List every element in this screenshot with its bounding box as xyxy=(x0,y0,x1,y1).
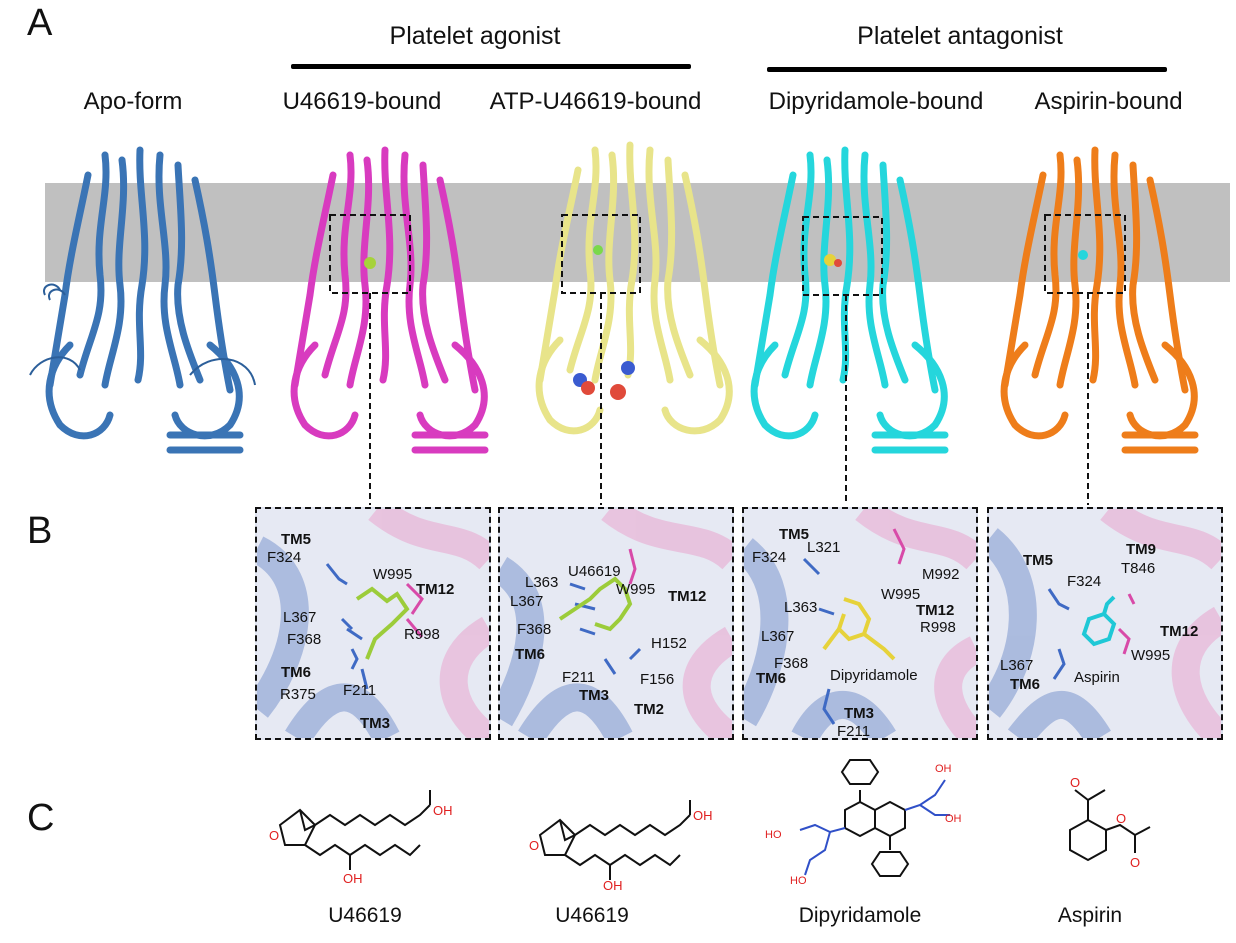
chemical-structure-u46619-1: OH O OH xyxy=(269,790,453,886)
u46619-2-oh-bottom: OH xyxy=(603,878,623,893)
zoom1-label-l367: L367 xyxy=(283,609,317,626)
zoom1-label-r998: R998 xyxy=(404,626,440,643)
zoom3-label-l367: L367 xyxy=(761,628,795,645)
protein-atp-u46619 xyxy=(535,141,733,435)
structure-label-dipyridamole: Dipyridamole-bound xyxy=(768,88,984,115)
zoom3-label-l321: L321 xyxy=(807,539,841,556)
zoom2-label-tm2: TM2 xyxy=(634,701,664,718)
group-bar-antagonist xyxy=(767,67,1167,72)
dipyridamole-ho-bottom: HO xyxy=(790,875,807,887)
dipyridamole-oh-right: OH xyxy=(945,813,962,825)
aspirin-o-carbonyl1: O xyxy=(1070,775,1080,790)
structure-label-aspirin: Aspirin-bound xyxy=(1034,88,1183,115)
zoom3-label-m992: M992 xyxy=(922,566,960,583)
zoom4-label-w995: W995 xyxy=(1131,647,1171,664)
zoom4-label-t846: T846 xyxy=(1121,560,1156,577)
zoom4-label-tm12: TM12 xyxy=(1160,623,1199,640)
zoom3-label-f211: F211 xyxy=(837,723,871,740)
zoom-atp-graphic xyxy=(500,509,732,738)
zoom2-label-h152: H152 xyxy=(651,635,687,652)
zoom-panel-dipyridamole: TM5 F324 L321 M992 W995 L363 TM12 R998 L… xyxy=(742,507,978,740)
zoom1-label-f368: F368 xyxy=(287,631,322,648)
zoom3-label-tm5: TM5 xyxy=(779,526,809,543)
chemical-name-aspirin: Aspirin xyxy=(1057,904,1123,927)
u46619-1-oh-top: OH xyxy=(433,803,453,818)
zoom3-label-dipyridamole: Dipyridamole xyxy=(830,667,918,684)
protein-dipyridamole xyxy=(750,146,949,454)
group-label-agonist: Platelet agonist xyxy=(389,22,561,50)
dipyridamole-oh-top: OH xyxy=(935,763,952,775)
zoom4-label-tm5: TM5 xyxy=(1023,552,1053,569)
zoom3-label-tm3: TM3 xyxy=(844,705,874,722)
panel-label-b: B xyxy=(27,510,53,552)
zoom-panel-aspirin: TM5 TM9 F324 T846 TM12 L367 W995 TM6 Asp… xyxy=(987,507,1223,740)
aspirin-o-ester: O xyxy=(1116,811,1126,826)
zoom4-label-tm6: TM6 xyxy=(1010,676,1040,693)
zoom3-label-f368: F368 xyxy=(774,655,809,672)
zoom2-label-tm3: TM3 xyxy=(579,687,609,704)
chemical-structure-dipyridamole: OH OH HO HO xyxy=(765,759,962,887)
zoom3-label-f324: F324 xyxy=(752,549,787,566)
protein-apo xyxy=(29,146,256,454)
u46619-2-o-ring: O xyxy=(529,838,539,853)
zoom2-label-f211: F211 xyxy=(562,669,596,686)
selection-box-aspirin xyxy=(1044,214,1126,294)
selection-box-dipyridamole xyxy=(802,216,883,296)
zoom2-label-l363: L363 xyxy=(525,574,559,591)
zoom-dipyridamole-graphic xyxy=(744,509,976,738)
zoom-panel-u46619: TM5 F324 W995 TM12 L367 F368 R998 TM6 R3… xyxy=(255,507,491,740)
zoom2-label-tm12: TM12 xyxy=(668,588,707,605)
protein-u46619 xyxy=(290,146,489,454)
dipyridamole-ho-left: HO xyxy=(765,829,782,841)
u46619-2-oh-top: OH xyxy=(693,808,713,823)
selection-box-atp-u46619 xyxy=(561,214,641,294)
zoom2-label-l367: L367 xyxy=(510,593,544,610)
protein-aspirin xyxy=(1000,146,1199,454)
structure-label-u46619: U46619-bound xyxy=(282,88,442,115)
zoom1-label-w995: W995 xyxy=(373,566,413,583)
zoom2-label-f368: F368 xyxy=(517,621,552,638)
aspirin-o-carbonyl2: O xyxy=(1130,855,1140,870)
u46619-1-o-ring: O xyxy=(269,828,279,843)
zoom2-label-tm6: TM6 xyxy=(515,646,545,663)
zoom1-label-tm5: TM5 xyxy=(281,531,311,548)
zoom2-label-u46619: U46619 xyxy=(568,563,621,580)
zoom1-label-tm12: TM12 xyxy=(416,581,455,598)
chemical-name-u46619-1: U46619 xyxy=(328,904,402,927)
chemical-name-u46619-2: U46619 xyxy=(555,904,629,927)
chemical-structure-aspirin: O O O xyxy=(1069,775,1151,870)
zoom3-label-l363: L363 xyxy=(784,599,818,616)
zoom1-label-f211: F211 xyxy=(343,682,377,699)
zoom4-label-f324: F324 xyxy=(1067,573,1102,590)
u46619-1-oh-bottom: OH xyxy=(343,871,363,886)
zoom4-label-l367: L367 xyxy=(1000,657,1034,674)
zoom2-label-f156: F156 xyxy=(640,671,675,688)
zoom1-label-tm3: TM3 xyxy=(360,715,390,732)
zoom3-label-tm6: TM6 xyxy=(756,670,786,687)
zoom1-label-f324: F324 xyxy=(267,549,302,566)
panel-label-a: A xyxy=(27,2,53,44)
selection-boxes xyxy=(329,214,1126,505)
group-label-antagonist: Platelet antagonist xyxy=(857,22,1063,50)
group-bar-agonist xyxy=(291,64,691,69)
zoom4-label-aspirin: Aspirin xyxy=(1074,669,1120,686)
zoom4-label-tm9: TM9 xyxy=(1126,541,1156,558)
zoom1-label-r375: R375 xyxy=(280,686,316,703)
panel-label-c: C xyxy=(27,797,55,839)
structure-label-atp-u46619: ATP-U46619-bound xyxy=(489,88,702,115)
zoom3-label-w995: W995 xyxy=(881,586,921,603)
chemical-name-dipyridamole: Dipyridamole xyxy=(798,904,922,927)
zoom3-label-r998: R998 xyxy=(920,619,956,636)
zoom-panel-atp-u46619: U46619 L363 W995 L367 TM12 F368 TM6 H152… xyxy=(498,507,734,740)
zoom1-label-tm6: TM6 xyxy=(281,664,311,681)
structure-label-apo: Apo-form xyxy=(83,88,183,115)
zoom3-label-tm12: TM12 xyxy=(916,602,955,619)
zoom2-label-w995: W995 xyxy=(616,581,656,598)
zoom-u46619-graphic xyxy=(257,509,489,738)
zoom-aspirin-graphic xyxy=(989,509,1221,738)
selection-box-u46619 xyxy=(329,214,411,294)
chemical-structure-u46619-2: OH O OH xyxy=(529,800,713,893)
